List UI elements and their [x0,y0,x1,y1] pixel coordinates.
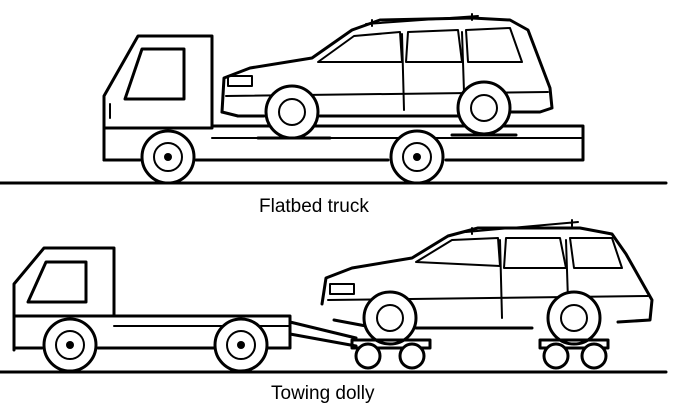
flatbed-truck [102,34,585,185]
suv-cargo-window-bottom [569,237,623,269]
suv-front-wheel-top [264,84,320,140]
dolly-front-frame [350,338,432,350]
dolly-front-wheel-1 [354,342,382,370]
flatbed-truck-scene [0,13,668,185]
suv-headlight-bottom [329,283,355,295]
suv-bumper-top [220,110,240,118]
flatbed-deck [102,124,585,162]
caption-towing-dolly: Towing dolly [271,383,375,404]
truck-cab-window [123,47,186,101]
tow-bar [288,320,358,348]
suv-rear-door-window-top [405,29,463,63]
truck-rear-wheel [389,129,445,185]
tow-truck [12,246,358,373]
dolly-rear-wheel-2 [580,342,608,370]
suv-door-line2-bottom [565,239,569,301]
suv-roof-rack-top [365,13,479,27]
suv-roof-rack-bottom [465,219,579,235]
truck-front-wheel [140,129,196,185]
towing-dolly-front [350,338,432,370]
tow-truck-cab-window [26,260,88,304]
suv-rear-wheel-top [456,80,512,136]
tow-truck-cab [12,246,116,352]
suv-on-flatbed [220,13,554,140]
suv-front-wheel-bottom [362,290,418,346]
dolly-front-wheel-2 [398,342,426,370]
caption-flatbed-truck: Flatbed truck [259,196,369,217]
suv-body-bottom [320,226,654,330]
suv-front-window-bottom [415,237,501,267]
tow-truck-bed [12,314,292,350]
suv-door-line-bottom [499,239,503,319]
towing-dolly-scene [0,219,668,374]
suv-rear-door-window-bottom [503,237,567,269]
suv-headlight-top [227,75,253,87]
suv-front-window-top [317,31,403,63]
suv-on-dolly [320,219,654,346]
towing-dolly-rear [538,338,610,370]
tow-truck-rear-wheel [213,317,269,373]
truck-cab [102,34,214,162]
suv-door-line-top [401,33,405,111]
tow-truck-front-wheel [42,317,98,373]
suv-rear-wheel-bottom [546,290,602,346]
dolly-rear-frame [538,338,610,350]
suv-door-line2-top [461,31,465,93]
suv-cargo-window-top [465,27,523,63]
dolly-rear-wheel-1 [542,342,570,370]
